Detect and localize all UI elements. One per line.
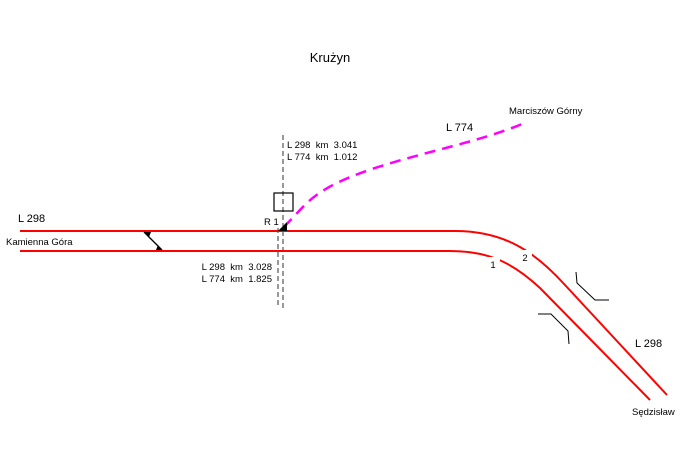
- platform-mark: [538, 313, 570, 345]
- km-upper-l774: L 774 km 1.012: [287, 152, 357, 163]
- signal-box-icon: [273, 192, 294, 212]
- line-298-west-label: L 298: [18, 213, 45, 225]
- track-2: [20, 230, 668, 396]
- junction-label: R 1: [264, 217, 279, 228]
- kamienna-gora-label: Kamienna Góra: [6, 237, 73, 248]
- km-upper-l298: L 298 km 3.041: [287, 140, 357, 151]
- platform-mark: [575, 271, 609, 301]
- line-774-label: L 774: [446, 122, 473, 134]
- branch-track-l774: [283, 120, 528, 228]
- km-lower-l298: L 298 km 3.028: [202, 262, 272, 273]
- crossover-arrow-icon: [156, 245, 162, 250]
- marciszow-gorny-label: Marciszów Górny: [509, 106, 583, 117]
- station-title: Krużyn: [310, 50, 350, 65]
- line-298-south-label: L 298: [635, 338, 662, 350]
- km-lower-l774: L 774 km 1.825: [202, 274, 272, 285]
- sedzislaw-label: Sędzisław: [632, 407, 675, 418]
- track-1-label: 1: [490, 260, 495, 271]
- crossover-arrow-icon: [144, 232, 151, 237]
- junction-triangle-icon: [278, 222, 287, 231]
- track-1: [20, 250, 651, 401]
- track-2-label: 2: [522, 253, 527, 264]
